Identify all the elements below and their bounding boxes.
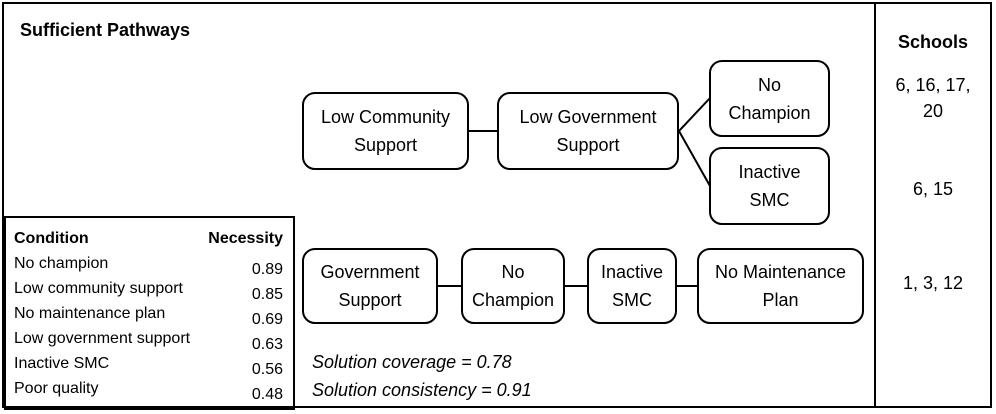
necessity-row: Low government support 0.63 — [14, 330, 283, 354]
necessity-table: Condition Necessity No champion 0.89 Low… — [4, 216, 295, 410]
node-no-maintenance-plan: No Maintenance Plan — [697, 248, 864, 324]
connector-p1-branch-bottom — [678, 130, 711, 187]
schools-pathway-1b: 6, 15 — [912, 179, 954, 199]
node-inactive-smc-2: Inactive SMC — [587, 248, 677, 324]
necessity-row: Inactive SMC 0.56 — [14, 355, 283, 379]
necessity-condition: Poor quality — [14, 380, 99, 397]
necessity-row: No champion 0.89 — [14, 255, 283, 279]
schools-heading: Schools — [897, 32, 968, 52]
figure-title: Sufficient Pathways — [20, 20, 191, 40]
node-government-support: Government Support — [302, 248, 438, 324]
necessity-row: Poor quality 0.48 — [14, 380, 283, 404]
schools-pathway-1a: 6, 16, 17, 20 — [895, 75, 971, 121]
necessity-value: 0.48 — [251, 386, 283, 403]
node-low-community-support: Low Community Support — [302, 92, 469, 170]
solution-coverage: Solution coverage = 0.78 — [312, 352, 512, 372]
necessity-value: 0.69 — [251, 311, 283, 328]
node-inactive-smc: Inactive SMC — [709, 147, 830, 225]
necessity-col-condition: Condition — [14, 230, 89, 247]
node-no-champion: No Champion — [709, 60, 830, 137]
necessity-row: No maintenance plan 0.69 — [14, 305, 283, 329]
necessity-value: 0.85 — [251, 286, 283, 303]
necessity-row: Low community support 0.85 — [14, 280, 283, 304]
necessity-condition: Inactive SMC — [14, 355, 110, 372]
necessity-condition: No champion — [14, 255, 109, 272]
figure-frame — [2, 2, 992, 408]
node-no-champion-2: No Champion — [461, 248, 565, 324]
node-low-government-support: Low Government Support — [497, 92, 679, 170]
necessity-condition: Low government support — [14, 330, 191, 347]
necessity-value: 0.63 — [251, 336, 283, 353]
necessity-condition: No maintenance plan — [14, 305, 166, 322]
necessity-col-necessity: Necessity — [208, 230, 283, 247]
schools-column-divider — [874, 2, 876, 408]
connector-p1-branch-top — [678, 97, 711, 132]
solution-consistency: Solution consistency = 0.91 — [312, 380, 532, 400]
necessity-value: 0.56 — [251, 361, 283, 378]
necessity-condition: Low community support — [14, 280, 183, 297]
schools-pathway-2: 1, 3, 12 — [902, 273, 964, 293]
necessity-value: 0.89 — [251, 261, 283, 278]
